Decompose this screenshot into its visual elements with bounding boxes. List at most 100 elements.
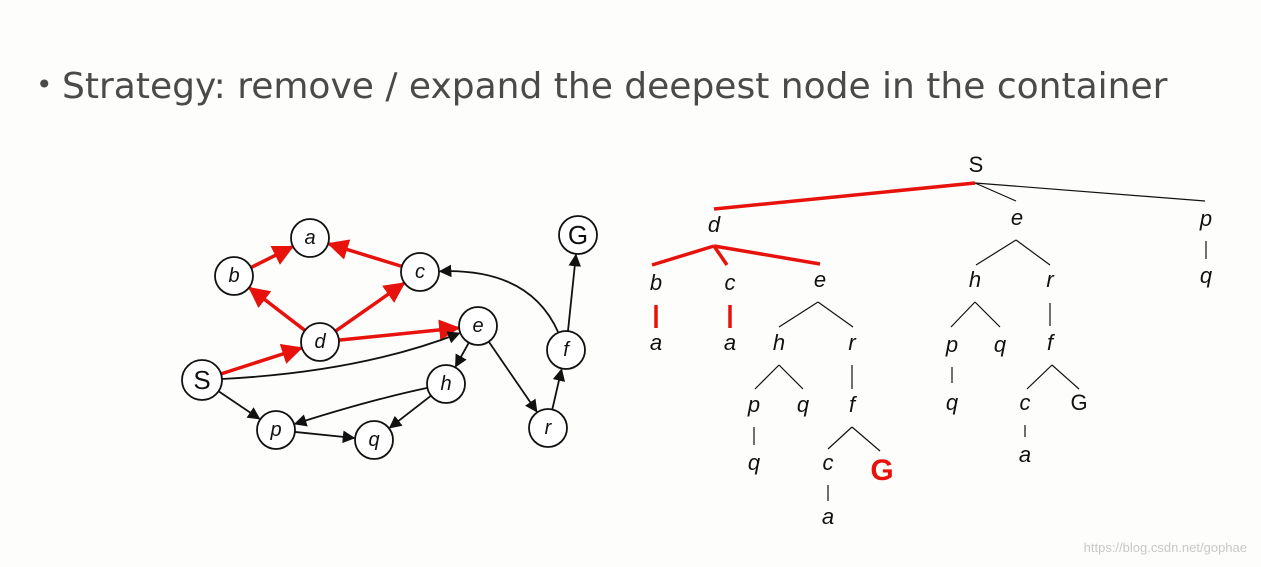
graph-node-d: d (300, 322, 340, 362)
graph-node-h: h (426, 364, 466, 404)
graph-node-circle (426, 364, 466, 404)
graph-edge-p-q (294, 430, 356, 444)
heading-text: Strategy: remove / expand the deepest no… (62, 66, 1168, 107)
graph-node-circle (181, 359, 223, 401)
graph-node-p: p (256, 410, 296, 450)
tree-node-e-r-f-G: G (1070, 390, 1087, 415)
tree-edge-t_d_e_h-t_d_e_h_q (778, 364, 804, 390)
tree-node-d-b: b (650, 270, 662, 295)
graph-node-label: d (314, 331, 326, 353)
tree-node-S: S (969, 152, 984, 177)
tree-node-d-e-r: r (848, 330, 857, 355)
graph-node-circle (354, 420, 394, 460)
graph-edge-r-f (551, 368, 566, 410)
graph-node-circle (546, 330, 586, 370)
graph-edge-d-e (338, 319, 461, 342)
graph-node-c: c (400, 252, 440, 292)
tree-edge-t_e-t_e_r (1015, 239, 1051, 266)
graph-node-label: q (368, 429, 379, 451)
tree-node-d-e-r-f: f (849, 392, 858, 417)
tree-node-e-h-p-q: q (946, 390, 959, 415)
tree-edge-t_d-t_d_c (712, 245, 729, 266)
tree-edge-t_d_e_r_f-t_d_e_r_f_G (851, 426, 881, 452)
tree-node-d-e-r-f-c-a: a (822, 504, 834, 529)
graph-node-G: G (558, 215, 598, 255)
graph-node-circle (558, 215, 598, 255)
graph-node-f: f (546, 330, 586, 370)
graph-node-label: r (545, 417, 553, 439)
graph-node-S: S (181, 359, 223, 401)
tree-edge-t_e_h-t_e_h_q (974, 301, 1001, 328)
graph-edge-h-q (388, 394, 432, 429)
tree-node-e: e (1011, 205, 1023, 230)
graph-node-label: f (563, 339, 571, 361)
tree-node-d-b-a: a (650, 330, 662, 355)
graph-node-circle (528, 408, 568, 448)
tree-edge-t_S-t_p (974, 182, 1206, 202)
state-graph-nodes: Sa b c d e f Gh p q r (181, 215, 598, 460)
tree-edge-t_S-t_d (713, 181, 976, 211)
graph-node-circle (256, 410, 296, 450)
tree-node-d-e-h: h (773, 330, 785, 355)
graph-edge-S-e (221, 331, 461, 380)
graph-edge-f-G (567, 253, 582, 332)
graph-edge-b-a (250, 245, 294, 270)
graph-node-b: b (214, 256, 254, 296)
tree-edge-t_e_h-t_e_h_p (950, 301, 976, 328)
tree-node-e-r: r (1046, 267, 1055, 292)
graph-node-q: q (354, 420, 394, 460)
state-graph-edges (218, 239, 582, 444)
tree-node-d-e-r-f-G: G (870, 454, 893, 487)
graph-edge-e-h (454, 342, 470, 368)
graph-node-label: G (568, 220, 588, 250)
graph-edge-d-c (334, 282, 406, 333)
tree-edge-t_d_e_h-t_d_e_h_p (754, 364, 780, 390)
tree-node-d-c: c (725, 270, 736, 295)
graph-edge-S-d (220, 343, 303, 376)
tree-node-d-e-h-q: q (797, 392, 810, 417)
tree-edge-t_e_r_f-t_e_r_f_c (1026, 364, 1053, 390)
tree-node-e-r-f-c: c (1020, 390, 1031, 415)
tree-node-e-h-q: q (994, 332, 1007, 357)
tree-edge-t_d_e_r_f-t_d_e_r_f_c (827, 426, 853, 450)
graph-node-circle (290, 218, 330, 258)
tree-edge-t_e-t_e_h (975, 239, 1017, 266)
graph-edge-d-b (248, 286, 306, 332)
watermark: https://blog.csdn.net/gophae (1083, 540, 1247, 555)
tree-edge-t_d-t_d_e (713, 244, 821, 266)
graph-node-e: e (458, 306, 498, 346)
graph-edge-f-c (438, 264, 560, 333)
tree-edge-t_d_e-t_d_e_h (778, 301, 819, 328)
tree-edge-t_S-t_e (974, 182, 1017, 202)
graph-edge-c-a (327, 239, 403, 269)
tree-edge-t_d_e-t_d_e_r (817, 301, 854, 328)
heading-bullet: • (36, 68, 53, 101)
tree-edge-t_d-t_d_b (651, 244, 715, 267)
graph-node-label: e (472, 315, 483, 337)
tree-node-e-r-f-c-a: a (1019, 442, 1031, 467)
graph-node-label: S (193, 365, 210, 395)
tree-node-p: p (1199, 206, 1212, 231)
graph-node-label: b (228, 265, 239, 287)
graph-edge-h-p (293, 387, 428, 427)
tree-node-e-r-f: f (1047, 330, 1056, 355)
tree-node-d-c-a: a (724, 330, 736, 355)
tree-node-e-h-p: p (945, 332, 958, 357)
tree-node-d: d (708, 212, 721, 237)
tree-node-d-e: e (814, 267, 826, 292)
tree-node-d-e-r-f-c: c (823, 450, 834, 475)
search-tree-edges (651, 181, 1207, 501)
tree-node-d-e-h-p-q: q (748, 450, 761, 475)
graph-node-circle (458, 306, 498, 346)
graph-node-r: r (528, 408, 568, 448)
graph-edge-S-p (218, 390, 261, 420)
graph-node-label: a (304, 227, 315, 249)
tree-node-p-q: q (1200, 263, 1213, 288)
graph-node-circle (300, 322, 340, 362)
tree-node-e-h: h (969, 267, 981, 292)
heading: • Strategy: remove / expand the deepest n… (36, 66, 1167, 107)
graph-node-a: a (290, 218, 330, 258)
graph-node-label: p (269, 419, 281, 441)
